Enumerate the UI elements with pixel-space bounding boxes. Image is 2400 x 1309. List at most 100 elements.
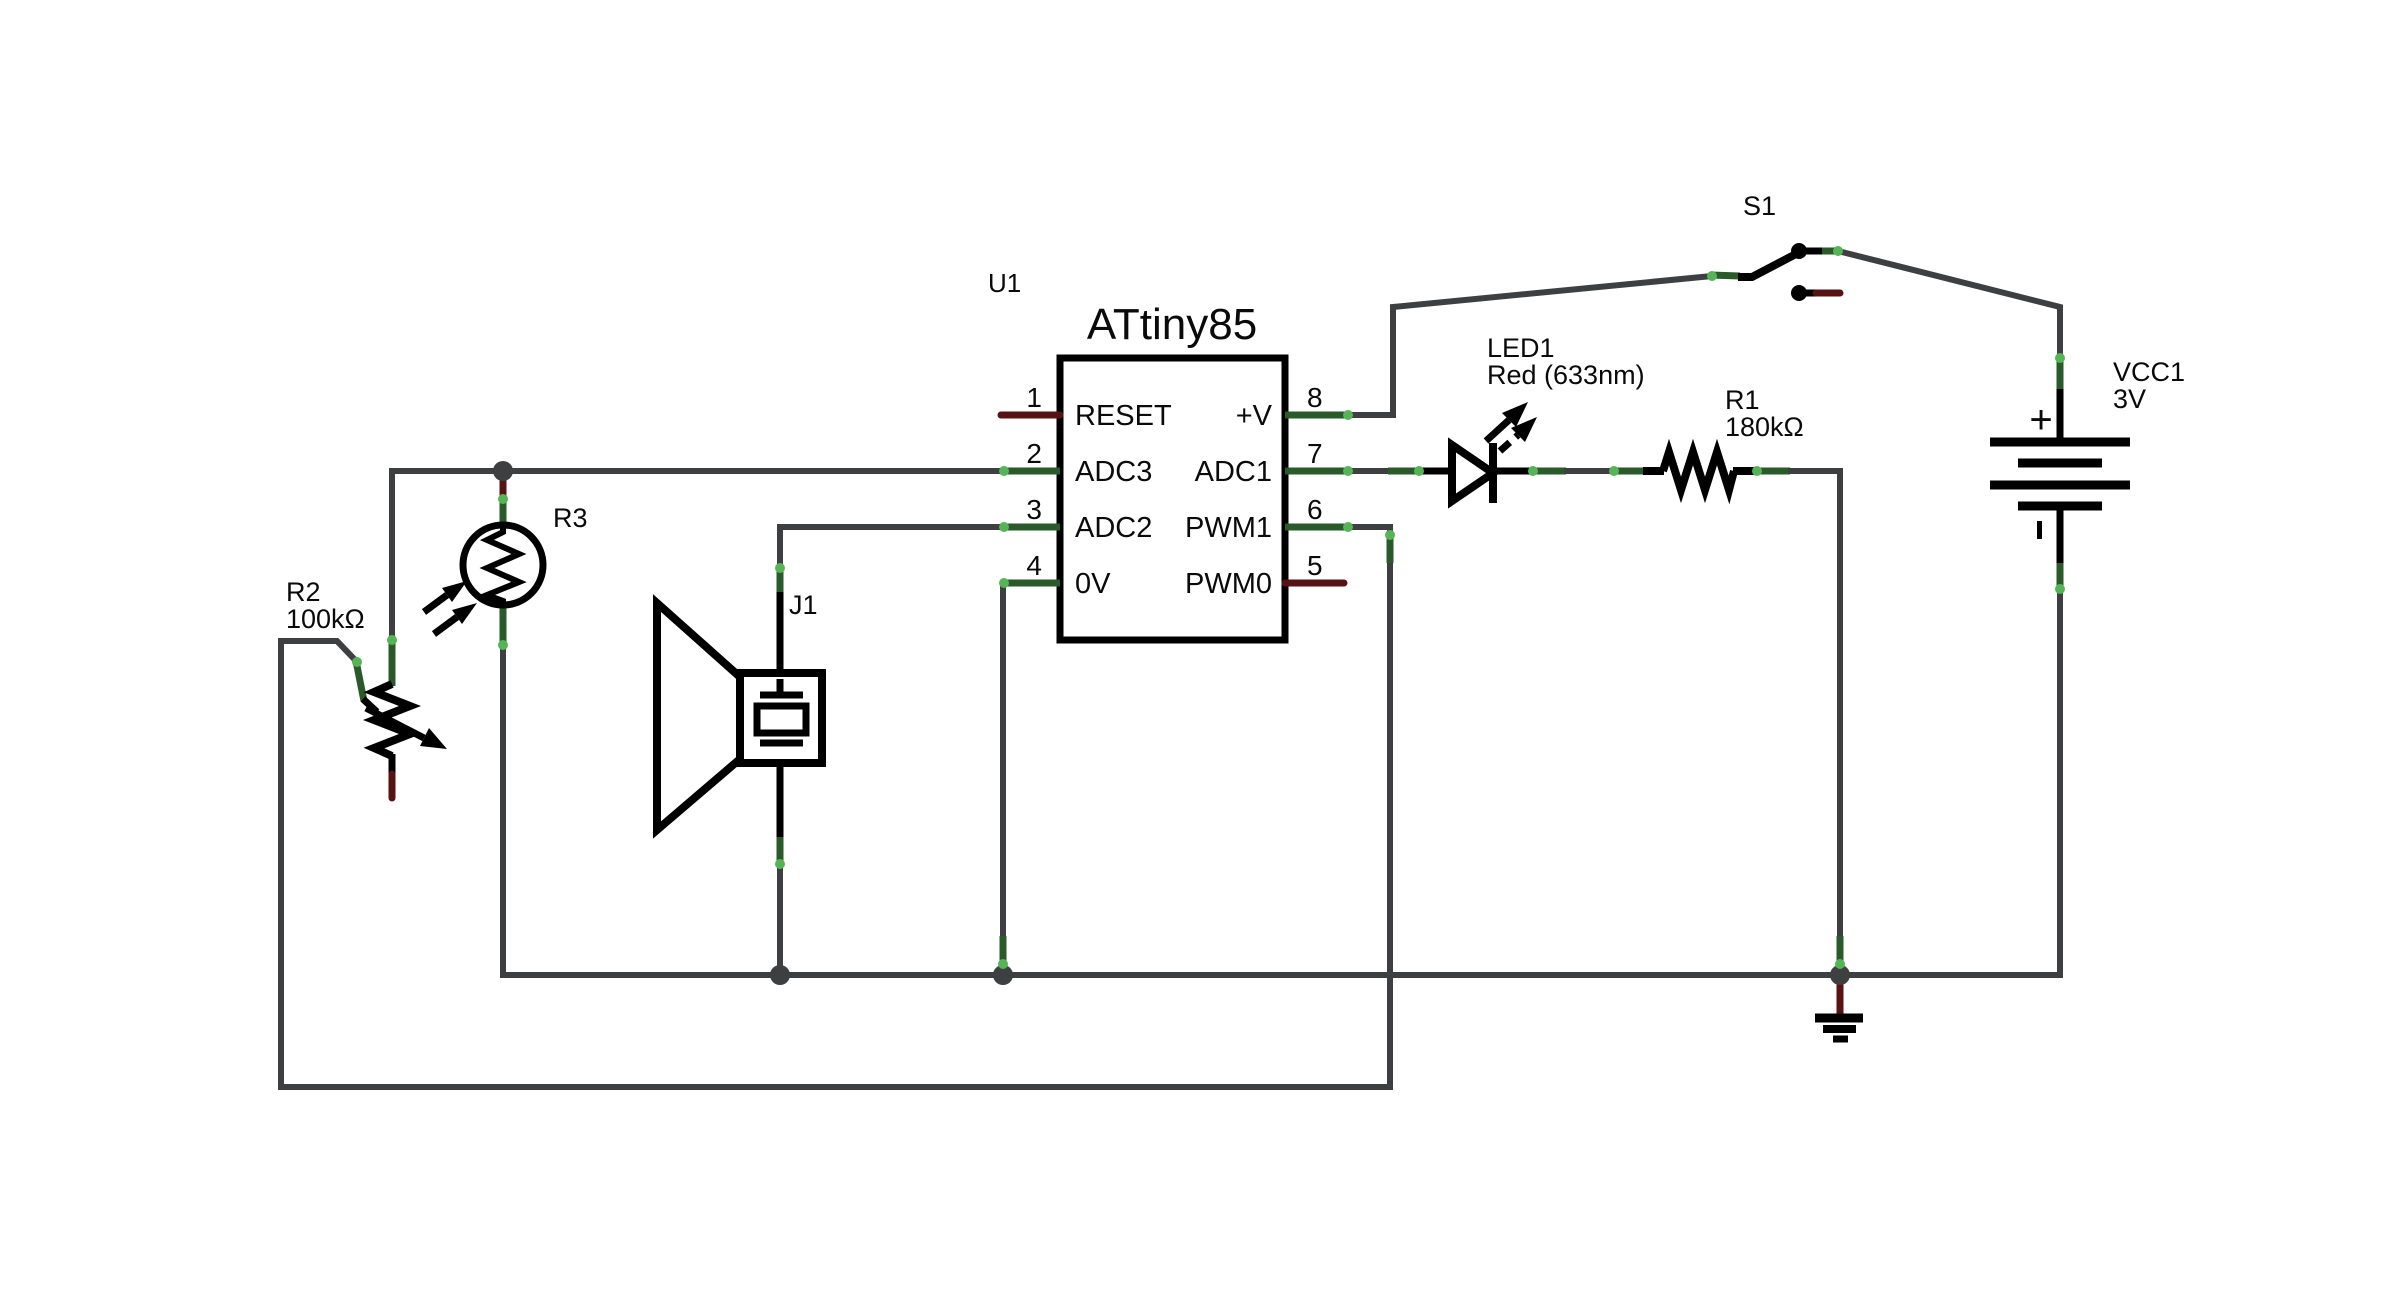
- wire-r1-gnd-run[interactable]: [1788, 468, 1843, 975]
- speaker-element: [753, 702, 810, 737]
- pin-8-number: 8: [1307, 382, 1323, 413]
- r3-arrow-1-head: [442, 581, 467, 602]
- pin-4-label: 0V: [1075, 568, 1111, 600]
- pin-2-number: 2: [1026, 438, 1042, 469]
- pin-4-number: 4: [1026, 550, 1042, 581]
- terminal-dot: [998, 959, 1008, 969]
- resistor-r1[interactable]: R1 180kΩ: [1659, 385, 1804, 505]
- led1[interactable]: LED1 Red (633nm): [1448, 333, 1645, 509]
- led-arrow-1-shaft: [1483, 417, 1512, 444]
- pin-1-number: 1: [1026, 382, 1042, 413]
- terminal-dot: [498, 494, 508, 504]
- terminal-dot: [999, 578, 1009, 588]
- pin-6-number: 6: [1307, 494, 1323, 525]
- wire-switch-battery-run[interactable]: [1837, 248, 2063, 359]
- junction-dot: [493, 461, 513, 481]
- wire-adc1-led-r1[interactable]: [1347, 467, 1844, 975]
- terminal-dot: [999, 466, 1009, 476]
- wire-vplus-run[interactable]: [1347, 273, 1713, 418]
- terminal-highlights: [352, 246, 2065, 969]
- pin-7-label: ADC1: [1195, 456, 1272, 488]
- r3-ref-label: R3: [553, 503, 588, 533]
- terminal-dot: [1343, 522, 1353, 532]
- speaker-j1[interactable]: J1: [653, 590, 826, 839]
- r3-arrow-2-head: [452, 603, 477, 624]
- ground-symbol[interactable]: [1815, 978, 1863, 1043]
- r2-arrow-shaft: [364, 704, 426, 742]
- terminal-dot: [775, 859, 785, 869]
- chip-title: ATtiny85: [1087, 300, 1257, 349]
- battery-minus-mark: [2037, 521, 2042, 539]
- ground-bus-run[interactable]: [500, 590, 2063, 978]
- chip-u1[interactable]: U1 ATtiny85 1 2 3 4 8 7 6 5 RESET ADC3 A…: [988, 268, 1349, 644]
- switch-contact-bottom[interactable]: [1791, 285, 1807, 301]
- terminal-dot: [1752, 466, 1762, 476]
- battery-plus-mark: +: [2029, 398, 2052, 442]
- wire-pwm1-run[interactable]: [278, 524, 1393, 1090]
- pin-6-label: PWM1: [1185, 512, 1272, 544]
- terminal-dot: [1528, 466, 1538, 476]
- battery-value-label: 3V: [2113, 384, 2146, 414]
- pin-1-label: RESET: [1075, 400, 1172, 432]
- r1-ref-label: R1: [1725, 385, 1760, 415]
- r2-value-label: 100kΩ: [286, 604, 365, 634]
- pin-3-number: 3: [1026, 494, 1042, 525]
- wire-vplus-switch-battery[interactable]: [1347, 248, 2064, 592]
- pin-2-label: ADC3: [1075, 456, 1152, 488]
- wire-adc2-run[interactable]: [777, 524, 1003, 569]
- led-arrow-2-shaft: [1497, 432, 1521, 454]
- terminal-dot: [352, 657, 362, 667]
- chip-ref-label: U1: [988, 268, 1021, 298]
- junction-dots: [493, 461, 1850, 985]
- terminal-dot: [1414, 466, 1424, 476]
- terminal-dot: [387, 635, 397, 645]
- pin-5-label: PWM0: [1185, 568, 1272, 600]
- r1-zigzag[interactable]: [1659, 438, 1738, 505]
- junction-dot: [770, 965, 790, 985]
- j1-ref-label: J1: [789, 590, 818, 620]
- r3-zigzag: [478, 527, 527, 604]
- pin-7-number: 7: [1307, 438, 1323, 469]
- led-value-label: Red (633nm): [1487, 360, 1645, 390]
- terminal-dot: [999, 522, 1009, 532]
- terminal-dot: [1343, 466, 1353, 476]
- wire-ground-bus[interactable]: [499, 590, 2063, 978]
- terminal-dot: [1385, 530, 1395, 540]
- terminal-dot: [498, 640, 508, 650]
- speaker-horn[interactable]: [653, 594, 744, 839]
- photoresistor-r3[interactable]: R3: [421, 503, 588, 637]
- switch-ref-label: S1: [1743, 191, 1776, 221]
- r2-zigzag[interactable]: [362, 680, 422, 760]
- terminal-dot: [1343, 410, 1353, 420]
- terminal-dot: [1835, 959, 1845, 969]
- pin-5-number: 5: [1307, 550, 1323, 581]
- terminal-dot: [1833, 246, 1843, 256]
- battery-vcc1[interactable]: VCC1 3V +: [1990, 357, 2185, 539]
- potentiometer-r2[interactable]: R2 100kΩ: [286, 577, 447, 802]
- battery-ref-label: VCC1: [2113, 357, 2185, 387]
- led-arrow-2-head: [1511, 417, 1537, 442]
- switch-contact-top[interactable]: [1791, 243, 1807, 259]
- wire-adc3-run[interactable]: [389, 468, 1003, 642]
- r1-value-label: 180kΩ: [1725, 412, 1804, 442]
- terminal-dot: [2055, 584, 2065, 594]
- r3-arrow-1-shaft: [421, 592, 450, 615]
- r2-wiper-leg: [352, 660, 368, 702]
- led-triangle[interactable]: [1448, 437, 1501, 509]
- r2-ref-label: R2: [286, 577, 321, 607]
- r3-arrow-2-shaft: [431, 614, 460, 637]
- switch-lever[interactable]: [1738, 250, 1798, 281]
- r2-arrow-head: [420, 728, 447, 749]
- r3-circle[interactable]: [459, 521, 547, 609]
- terminal-dot: [1609, 466, 1619, 476]
- chip-body[interactable]: [1056, 354, 1289, 644]
- pin-3-label: ADC2: [1075, 512, 1152, 544]
- led-arrow-1-head: [1502, 402, 1528, 427]
- pin-8-label: +V: [1236, 400, 1273, 432]
- led-ref-label: LED1: [1487, 333, 1555, 363]
- switch-s1[interactable]: S1: [1738, 191, 1844, 301]
- terminal-dot: [775, 563, 785, 573]
- junction-dot: [1830, 965, 1850, 985]
- junction-dot: [993, 965, 1013, 985]
